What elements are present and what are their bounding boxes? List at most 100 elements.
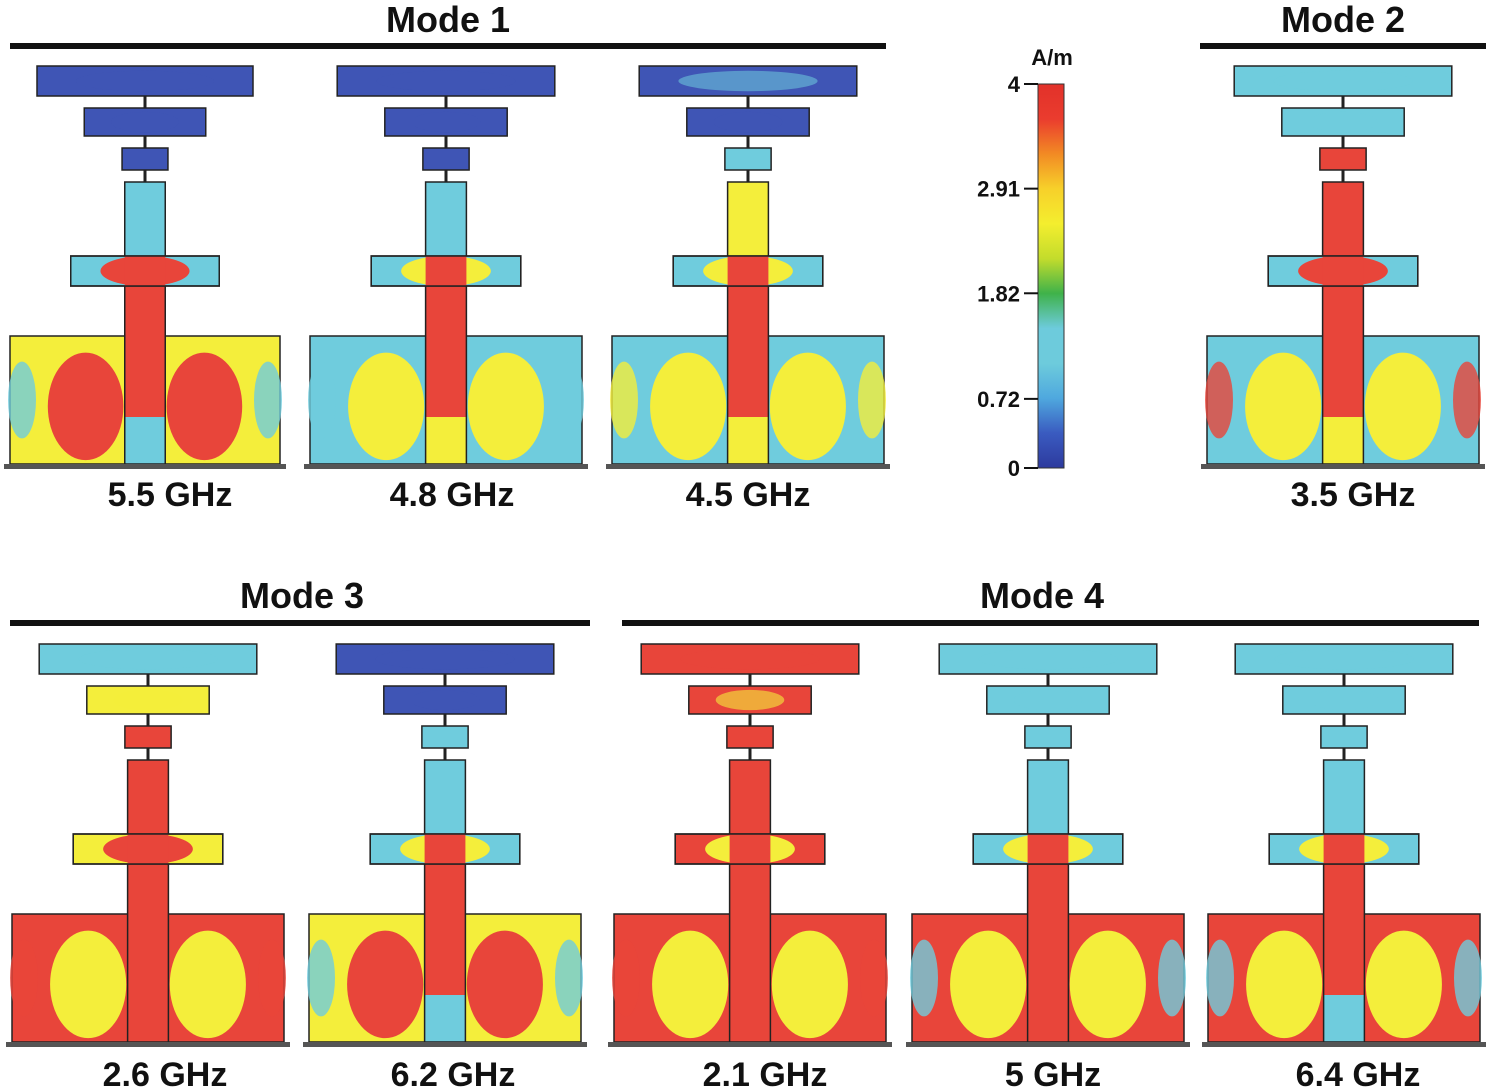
antenna-panel-7 <box>608 643 892 1047</box>
ground-edge-left <box>612 939 640 1017</box>
feed-segment <box>425 323 467 371</box>
group-mode-3: Mode 3 <box>10 575 590 626</box>
small-patch <box>1024 725 1072 749</box>
small-patch <box>1320 725 1368 749</box>
antenna-panel-1 <box>4 65 286 469</box>
feed-segment <box>425 417 467 465</box>
feed-segment <box>424 760 466 808</box>
feed-segment <box>1027 760 1069 808</box>
ground-edge-right <box>1454 939 1482 1017</box>
freq-label-6: 6.2 GHz <box>391 1056 516 1092</box>
colorbar-tick-label: 0.72 <box>977 387 1020 412</box>
top-patch-hotspot <box>678 70 818 92</box>
small-patch <box>121 147 169 171</box>
cross-arm-outline <box>1268 833 1420 865</box>
ground-hotspot-left <box>1245 352 1322 461</box>
colorbar: A/m 42.911.820.720 <box>977 45 1073 481</box>
ground-hotspot-right <box>771 930 848 1039</box>
substrate-edge <box>906 1042 1190 1047</box>
feed-segment <box>727 323 769 371</box>
cross-arm-center <box>727 256 769 286</box>
antenna-panel-3 <box>606 65 890 469</box>
feed-segment <box>1323 901 1365 949</box>
feed-segment <box>1323 995 1365 1043</box>
cross-arm-center <box>424 834 466 864</box>
ground-hotspot-left <box>652 930 729 1039</box>
feed-segment <box>1322 323 1364 371</box>
ground-edge-left <box>1205 361 1233 439</box>
cross-arm-outline <box>674 833 826 865</box>
colorbar-ticks: 42.911.820.720 <box>977 72 1038 481</box>
feed-segment <box>729 760 771 808</box>
ground-hotspot-right <box>1069 930 1146 1039</box>
middle-patch-hotspot <box>113 689 183 711</box>
ground-edge-right <box>258 939 286 1017</box>
freq-label-1: 5.5 GHz <box>108 476 233 514</box>
ground-edge-left <box>1206 939 1234 1017</box>
feed-segment <box>127 948 169 996</box>
feed-segment <box>727 417 769 465</box>
feed-segment <box>425 370 467 418</box>
feed-segment <box>1322 182 1364 230</box>
top-patch-hotspot <box>376 70 516 92</box>
feed-segment <box>124 182 166 230</box>
colorbar-unit: A/m <box>1031 45 1073 70</box>
mode-4-title: Mode 4 <box>980 575 1104 616</box>
cross-arm-outline <box>370 255 522 287</box>
ground-hotspot-right <box>1364 352 1441 461</box>
top-patch-hotspot <box>75 70 215 92</box>
mode-1-title: Mode 1 <box>386 0 510 40</box>
freq-label-2: 4.8 GHz <box>390 476 515 514</box>
cross-arm-outline <box>72 833 224 865</box>
feed-segment <box>424 995 466 1043</box>
freq-label-4: 3.5 GHz <box>1291 476 1416 514</box>
middle-patch-hotspot <box>410 689 480 711</box>
ground-hotspot-right <box>1365 930 1442 1039</box>
ground-hotspot-left <box>348 352 425 461</box>
ground-edge-right <box>1158 939 1186 1017</box>
ground-edge-right <box>858 361 886 439</box>
feed-segment <box>729 995 771 1043</box>
group-mode-4: Mode 4 <box>622 575 1479 626</box>
colorbar-gradient <box>1037 83 1065 469</box>
mode-3-rule <box>10 620 590 626</box>
cross-arm-center <box>729 834 771 864</box>
mode-1-rule <box>10 43 886 49</box>
ground-hotspot-right <box>467 352 544 461</box>
cross-arm-center <box>1323 834 1365 864</box>
ground-edge-left <box>308 361 336 439</box>
cross-arm-outline <box>672 255 824 287</box>
colorbar-tick-label: 4 <box>1008 72 1021 97</box>
ground-edge-right <box>555 939 583 1017</box>
ground-hotspot-right <box>166 352 243 461</box>
ground-edge-right <box>556 361 584 439</box>
small-patch <box>422 147 470 171</box>
middle-patch-hotspot <box>715 689 785 711</box>
feed-segment <box>127 760 169 808</box>
feed-segment <box>425 182 467 230</box>
top-patch-hotspot <box>78 648 218 670</box>
top-patch-hotspot <box>375 648 515 670</box>
freq-label-3: 4.5 GHz <box>686 476 811 514</box>
substrate-edge <box>1202 1042 1486 1047</box>
cross-arm-outline <box>1267 255 1419 287</box>
feed-segment <box>1323 760 1365 808</box>
feed-segment <box>424 901 466 949</box>
colorbar-tick-label: 2.91 <box>977 177 1020 202</box>
current-distribution-panels <box>4 65 1486 1047</box>
ground-edge-left <box>8 361 36 439</box>
ground-edge-left <box>910 939 938 1017</box>
ground-edge-left <box>610 361 638 439</box>
colorbar-tick-label: 1.82 <box>977 281 1020 306</box>
cross-arm-outline <box>369 833 521 865</box>
small-patch <box>124 725 172 749</box>
ground-hotspot-left <box>50 930 127 1039</box>
ground-hotspot-right <box>466 930 543 1039</box>
cross-arm-center <box>1027 834 1069 864</box>
freq-label-8: 5 GHz <box>1005 1056 1101 1092</box>
cross-arm-center <box>1322 256 1364 286</box>
feed-segment <box>1027 995 1069 1043</box>
middle-patch-hotspot <box>411 111 481 133</box>
feed-segment <box>127 901 169 949</box>
